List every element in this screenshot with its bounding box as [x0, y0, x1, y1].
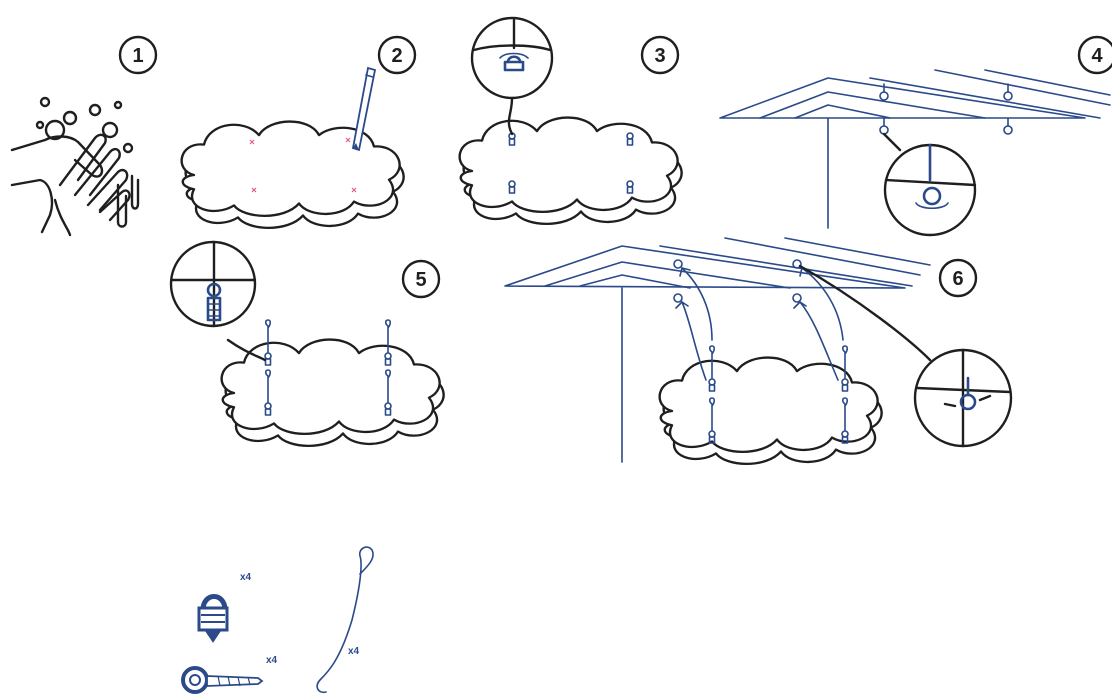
step-3-badge: 3: [640, 35, 680, 75]
washing-hands-icon: [10, 96, 140, 237]
step-1-number: 1: [132, 45, 143, 67]
eye-screw-icon: [197, 594, 229, 643]
step-3-number: 3: [654, 45, 665, 67]
step-6-arrows: [675, 267, 844, 381]
step-5-number: 5: [415, 269, 426, 291]
step-5-zoom-detail: [169, 240, 267, 362]
step-6-zoom-detail: [798, 264, 1013, 448]
step-5-badge: 5: [401, 259, 441, 299]
step-4-number: 4: [1091, 45, 1103, 67]
eye-screw-quantity: x4: [240, 572, 252, 583]
step-5-cloud: [220, 319, 445, 448]
step-1-badge: 1: [118, 35, 158, 75]
lag-eye-screw-icon: [181, 666, 264, 694]
step-4-badge: 4: [1077, 35, 1112, 75]
step-6-cloud: [658, 345, 883, 466]
step-2-number: 2: [391, 45, 402, 67]
step-3-cloud: [458, 116, 683, 226]
step-3-zoom-detail: [470, 16, 554, 136]
s-hook-icon: [316, 546, 374, 694]
step-6-ceiling: [504, 237, 931, 463]
step-2-badge: 2: [377, 35, 417, 75]
lag-eye-screw-quantity: x4: [266, 655, 278, 666]
step-6-number: 6: [952, 268, 963, 290]
pencil-marks: [249, 137, 357, 193]
pencil-icon: [351, 66, 377, 152]
step-2-cloud: [180, 66, 405, 230]
step-4-ceiling: [719, 69, 1111, 229]
step-6-badge: 6: [938, 258, 978, 298]
step-4-zoom-detail: [882, 132, 977, 237]
s-hook-quantity: x4: [348, 646, 360, 657]
